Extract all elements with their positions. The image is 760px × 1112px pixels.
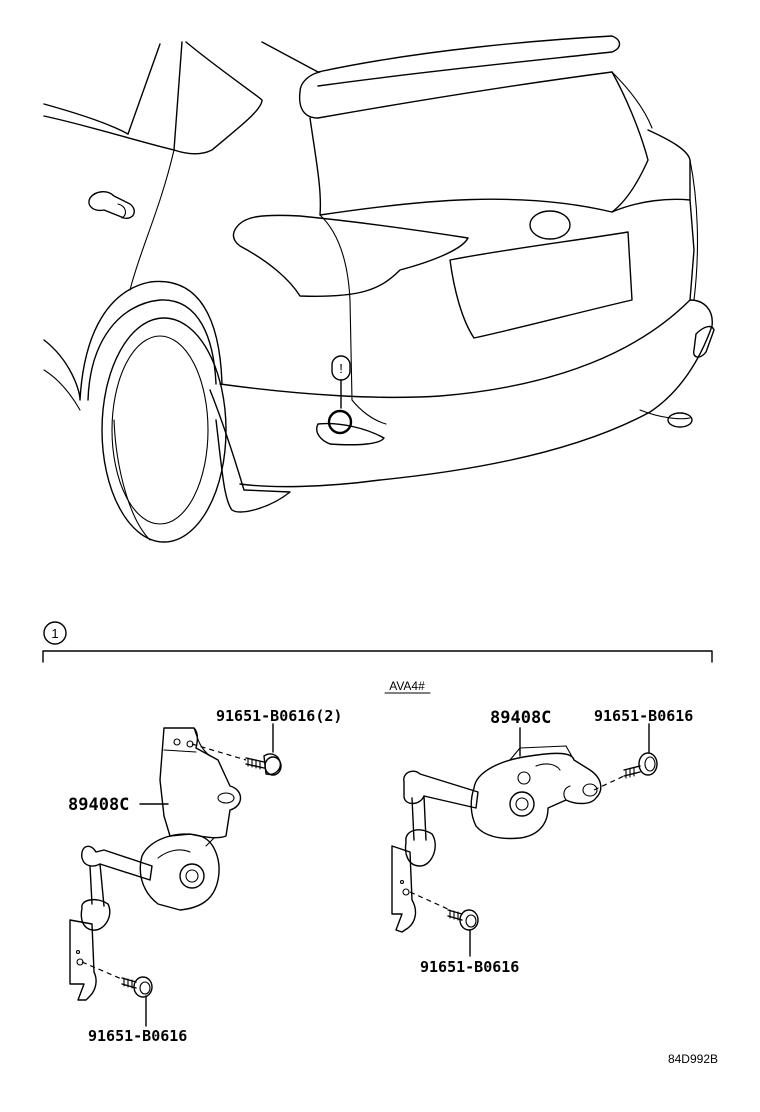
left-height-sensor-assembly: 91651-B0616(2) 89408C 91651-B0616 bbox=[68, 707, 342, 1045]
left-upper-bolt-label: 91651-B0616(2) bbox=[216, 707, 342, 725]
left-lower-bolt bbox=[121, 976, 153, 998]
right-height-sensor-assembly: 89408C 91651-B0616 91651-B0616 bbox=[391, 707, 693, 976]
left-upper-bolt bbox=[245, 753, 282, 776]
section-number: 1 bbox=[51, 626, 58, 641]
section-bracket bbox=[42, 650, 713, 663]
diagram-id: 84D992B bbox=[668, 1052, 718, 1066]
left-sensor-label: 89408C bbox=[68, 795, 129, 815]
left-lower-bolt-label: 91651-B0616 bbox=[88, 1027, 187, 1045]
vehicle-callout: ! bbox=[327, 355, 353, 435]
section-header: 1 AVA4# bbox=[42, 621, 713, 694]
right-lower-bolt bbox=[447, 909, 479, 931]
right-lower-bolt-label: 91651-B0616 bbox=[420, 958, 519, 976]
right-upper-bolt bbox=[623, 752, 658, 779]
variant-code: AVA4# bbox=[389, 679, 425, 693]
callout-marker-text: ! bbox=[339, 361, 343, 376]
right-upper-bolt-label: 91651-B0616 bbox=[594, 707, 693, 725]
section-number-circle bbox=[43, 621, 67, 645]
right-sensor-label: 89408C bbox=[490, 708, 551, 728]
sensor-location-marker bbox=[327, 409, 353, 435]
vehicle-rear-illustration bbox=[43, 35, 715, 543]
